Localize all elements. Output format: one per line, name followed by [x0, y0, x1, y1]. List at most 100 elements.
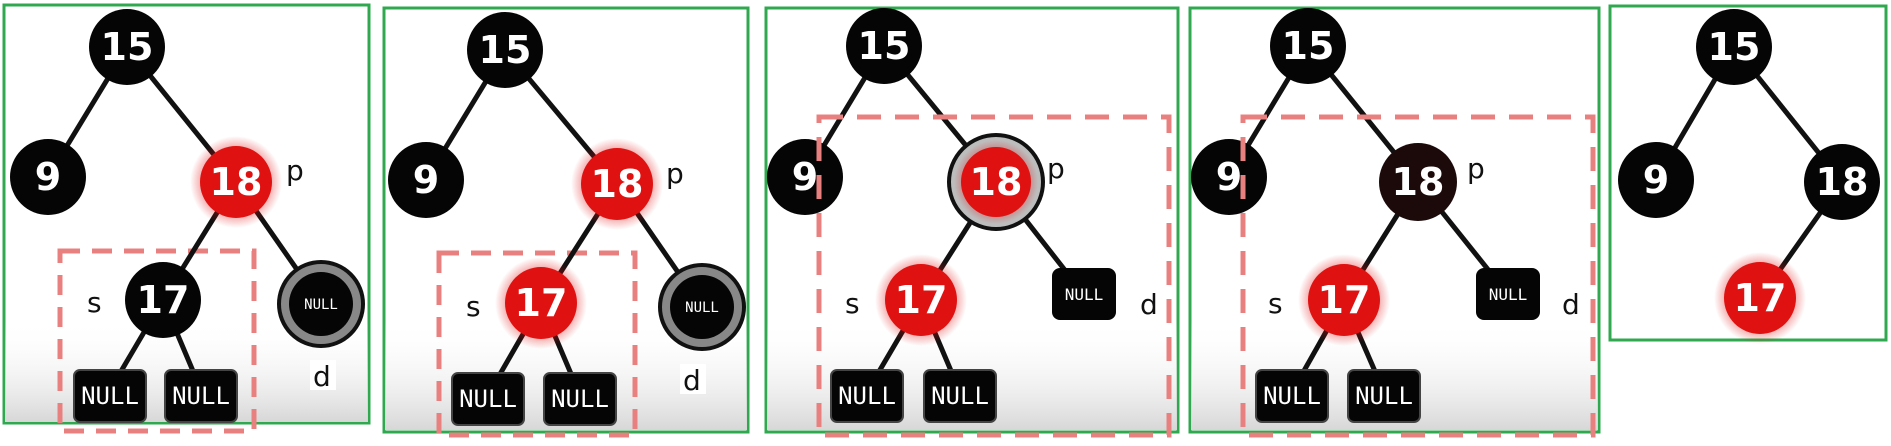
null-node-d: NULL	[1052, 268, 1116, 320]
node-value: 17	[137, 278, 190, 322]
black-node-circle	[1696, 9, 1772, 85]
null-leaf-right: NULL	[543, 372, 617, 426]
red-node-circle	[581, 148, 653, 220]
label-s: s	[845, 287, 860, 320]
red-node-circle	[885, 264, 957, 336]
dashed-subtree-box	[1240, 114, 1596, 438]
label-d: d	[1562, 288, 1580, 321]
label-p: p	[1047, 152, 1065, 185]
null-box	[1052, 268, 1116, 320]
null-text: NULL	[1263, 382, 1321, 410]
node-18: 18	[947, 133, 1045, 231]
node-value: 17	[895, 278, 948, 322]
node-value: 9	[1216, 155, 1242, 199]
red-node-circle	[961, 147, 1031, 217]
black-node-circle	[1804, 144, 1880, 220]
node-18: 18	[571, 138, 663, 230]
node-9: 9	[1191, 139, 1267, 215]
null-text: NULL	[685, 300, 719, 316]
node-value: 18	[210, 160, 263, 204]
null-box	[164, 369, 238, 423]
black-node-circle	[388, 142, 464, 218]
node-value: 15	[1708, 25, 1761, 69]
null-node-d: NULL	[658, 263, 746, 351]
null-text: NULL	[1355, 382, 1413, 410]
node-value: 15	[858, 24, 911, 68]
node-17: 17	[875, 254, 967, 346]
black-node-circle	[125, 262, 201, 338]
black-node-circle	[1191, 139, 1267, 215]
node-value: 17	[1734, 276, 1787, 320]
label-p: p	[286, 154, 304, 187]
node-value: 9	[1643, 158, 1669, 202]
red-node-circle	[200, 146, 272, 218]
null-box	[1476, 268, 1540, 320]
null-leaf-left: NULL	[1255, 369, 1329, 423]
null-box	[451, 372, 525, 426]
node-17: 17	[1298, 254, 1390, 346]
node-15: 15	[846, 8, 922, 84]
null-core	[289, 272, 353, 336]
node-9: 9	[1618, 142, 1694, 218]
label-s: s	[1268, 287, 1283, 320]
null-text: NULL	[172, 382, 230, 410]
null-leaf-left: NULL	[73, 369, 147, 423]
label-d: d	[1140, 288, 1158, 321]
null-node-d: NULL	[1476, 268, 1540, 320]
red-node-circle	[1308, 264, 1380, 336]
dashed-subtree-box	[57, 248, 257, 434]
null-box	[73, 369, 147, 423]
null-text: NULL	[1489, 285, 1528, 304]
node-value: 17	[1318, 278, 1371, 322]
null-leaf-right: NULL	[1347, 369, 1421, 423]
panel-2: 15 9 18 p 17 s NULL d NULL	[382, 6, 750, 438]
node-value: 17	[515, 281, 568, 325]
black-node-circle	[846, 8, 922, 84]
null-text: NULL	[459, 385, 517, 413]
null-text: NULL	[931, 382, 989, 410]
node-value: 15	[1282, 24, 1335, 68]
null-core	[670, 275, 734, 339]
node-15: 15	[1270, 8, 1346, 84]
null-text: NULL	[1065, 285, 1104, 304]
red-node-circle	[1724, 262, 1796, 334]
panel-4: 15 9 18 p 17 s NULL d NULL NULL	[1188, 6, 1601, 438]
dashed-subtree-box	[816, 114, 1172, 438]
null-node-d: NULL	[277, 260, 365, 348]
node-9: 9	[388, 142, 464, 218]
null-text: NULL	[838, 382, 896, 410]
red-node-circle	[505, 267, 577, 339]
label-d-bg	[310, 360, 336, 390]
black-node-circle	[10, 139, 86, 215]
black-node-circle	[467, 12, 543, 88]
node-15: 15	[467, 12, 543, 88]
node-18: 18	[190, 136, 282, 228]
node-17: 17	[1714, 252, 1806, 344]
null-box	[830, 369, 904, 423]
null-text: NULL	[81, 382, 139, 410]
null-box	[543, 372, 617, 426]
label-d: d	[313, 360, 331, 393]
node-15: 15	[1696, 9, 1772, 85]
node-value: 18	[970, 160, 1023, 204]
node-value: 18	[591, 162, 644, 206]
label-d: d	[683, 364, 701, 397]
node-value: 18	[1392, 160, 1445, 204]
node-15: 15	[89, 9, 165, 85]
null-leaf-right: NULL	[164, 369, 238, 423]
null-leaf-left: NULL	[830, 369, 904, 423]
null-leaf-left: NULL	[451, 372, 525, 426]
panel-1: 15 9 18 p 17 s NULL d NULL NULL	[2, 3, 371, 434]
black-node-circle	[1618, 142, 1694, 218]
node-value: 9	[35, 155, 61, 199]
null-text: NULL	[304, 297, 338, 313]
label-d-bg	[680, 364, 706, 394]
node-9: 9	[10, 139, 86, 215]
dark-node-circle	[1379, 143, 1457, 221]
label-p: p	[1467, 152, 1485, 185]
null-box	[923, 369, 997, 423]
dashed-subtree-box	[436, 250, 638, 438]
node-18: 18	[1804, 144, 1880, 220]
